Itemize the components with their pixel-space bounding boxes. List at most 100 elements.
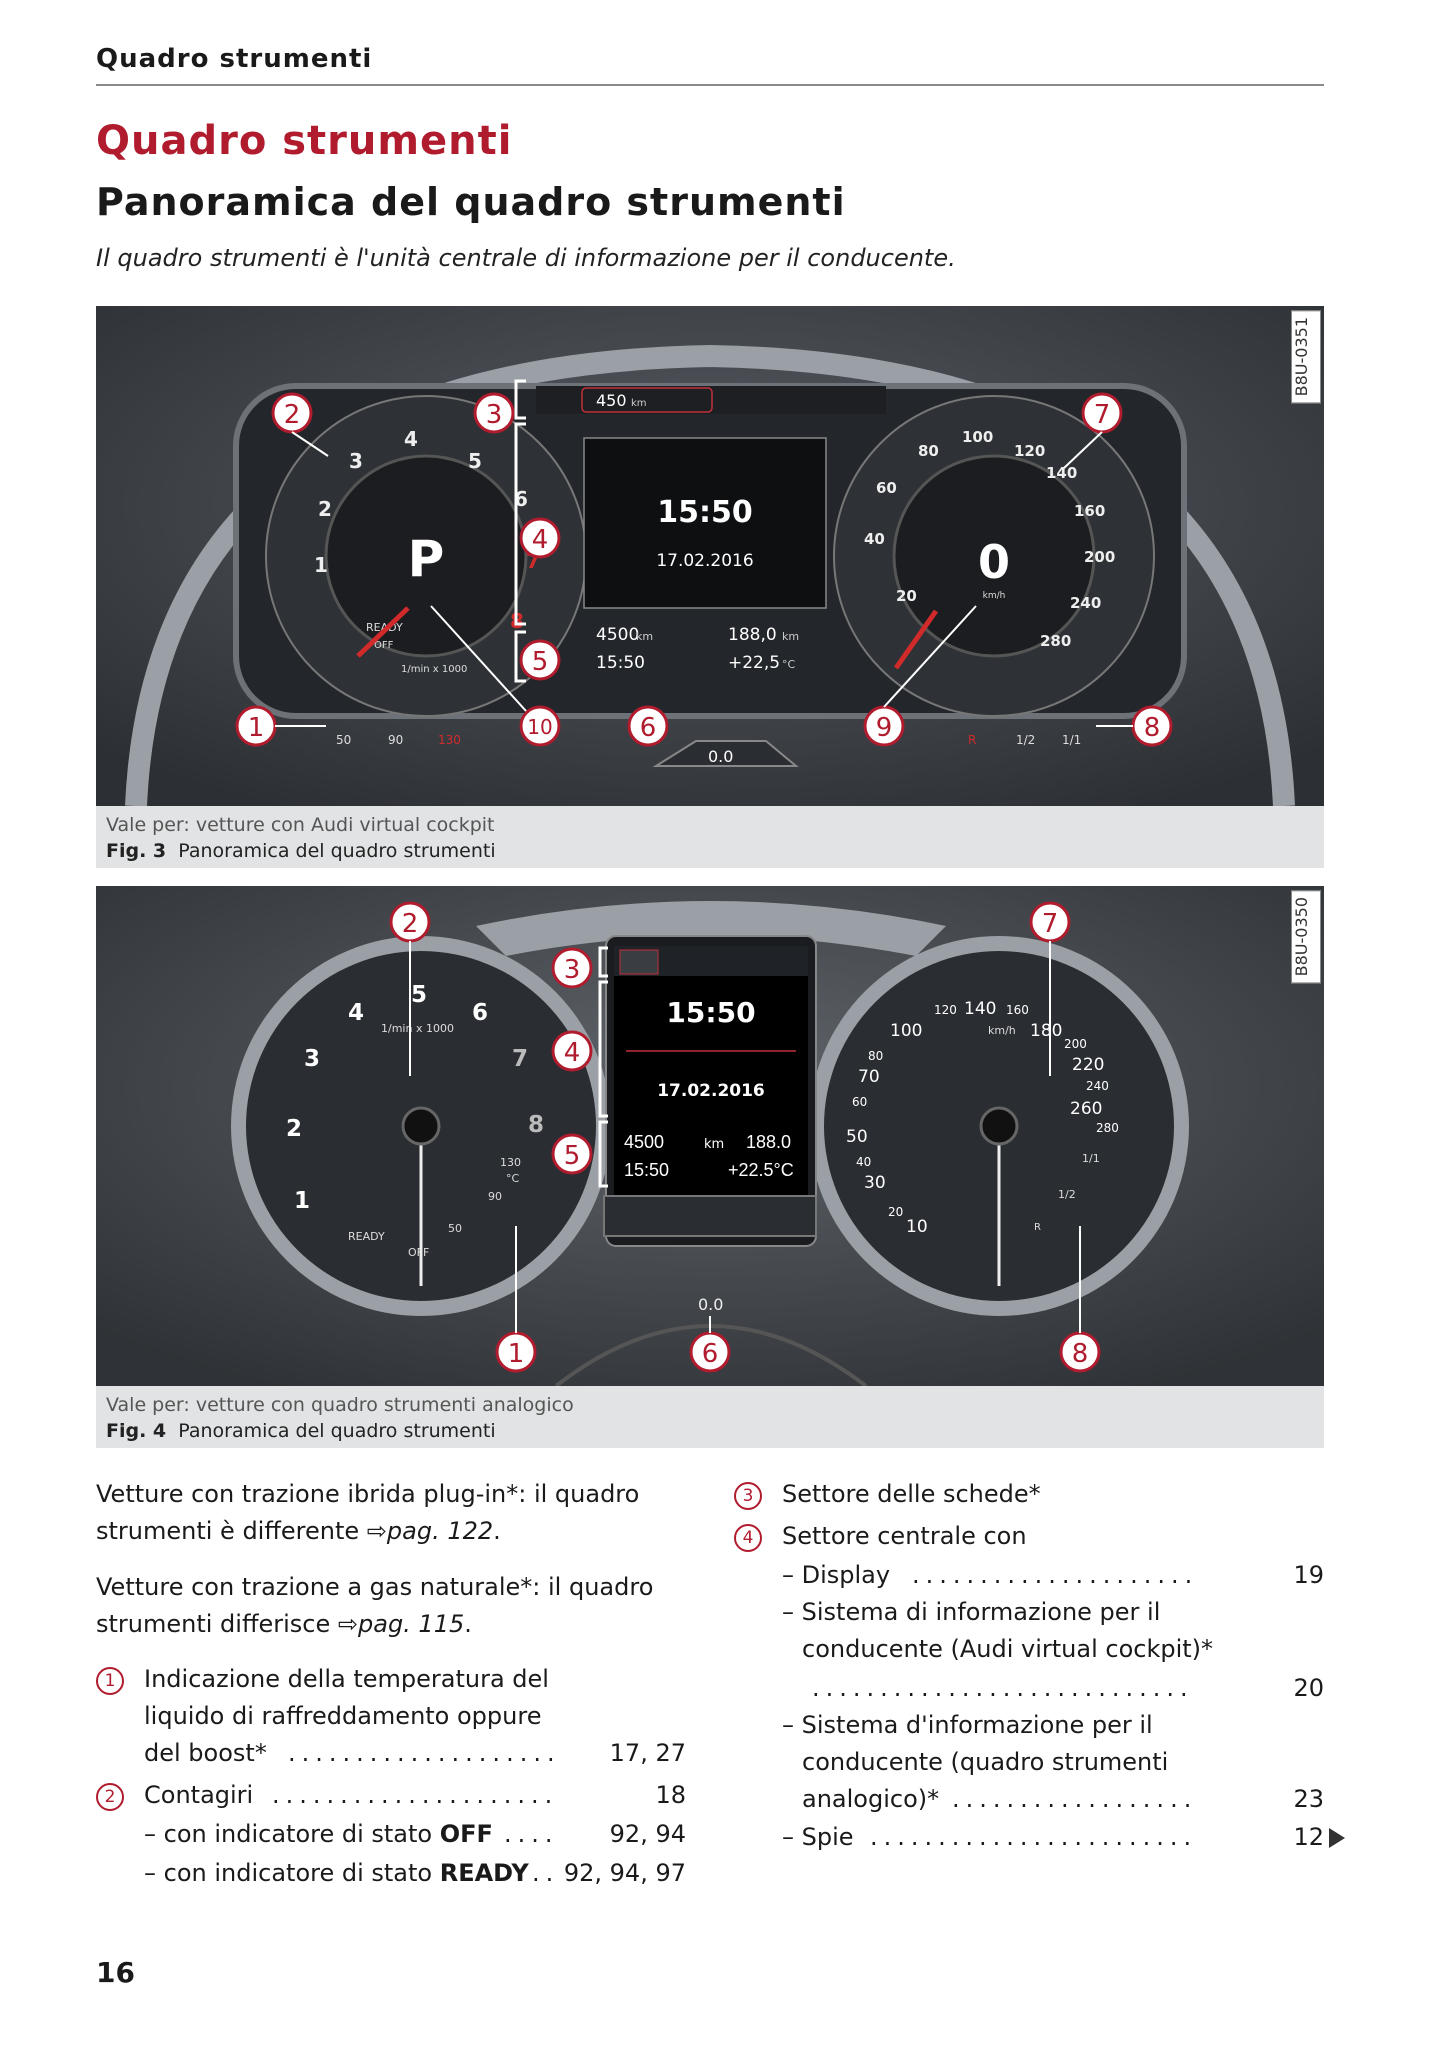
svg-text:7: 7 — [1094, 400, 1111, 430]
coolant4-130: 130 — [500, 1156, 521, 1169]
item-3-label: Settore delle schede* — [782, 1480, 1041, 1508]
speed-label-140: 140 — [1046, 464, 1077, 482]
section-subtitle: Panoramica del quadro strumenti — [96, 180, 846, 224]
fuel-half: 1/2 — [1016, 733, 1035, 747]
callout4-3: 3 — [551, 947, 593, 989]
callout-1: 1 — [235, 705, 277, 747]
figure-4-caption: Vale per: vetture con quadro strumenti a… — [96, 1386, 1324, 1448]
arrow-right-icon: ⇨ — [337, 1610, 358, 1638]
s4-120: 120 — [934, 1003, 957, 1017]
speed-label-80: 80 — [918, 442, 939, 460]
sub-analog-page[interactable]: 23 — [1293, 1785, 1324, 1813]
dot-leader: ................................ — [952, 1785, 1196, 1813]
sub-display-page[interactable]: 19 — [1293, 1561, 1324, 1589]
callout-3: 3 — [473, 392, 515, 434]
item-2b-page[interactable]: 92, 94, 97 — [563, 1859, 686, 1887]
rpm4-label-8: 8 — [528, 1112, 544, 1138]
hybrid-page-ref[interactable]: pag. 122 — [386, 1517, 494, 1545]
s4-100: 100 — [890, 1021, 922, 1041]
outside-temp: +22,5 — [728, 653, 780, 673]
rpm-label-5: 5 — [468, 449, 482, 473]
analog-trip: 188.0 — [746, 1132, 791, 1152]
s4-220: 220 — [1072, 1055, 1104, 1075]
rpm-label-1: 1 — [314, 553, 328, 577]
s4-160: 160 — [1006, 1003, 1029, 1017]
sub-dis-line2: conducente (Audi virtual cockpit)* — [802, 1635, 1214, 1663]
speed-label-100: 100 — [962, 428, 993, 446]
rpm-label-4: 4 — [404, 427, 418, 451]
analog-bottom-value: 0.0 — [698, 1295, 723, 1314]
gas-page-ref[interactable]: pag. 115 — [358, 1610, 465, 1638]
speed-unit: km/h — [983, 591, 1006, 601]
coolant-50: 50 — [336, 733, 351, 747]
item-1-line3: del boost* — [144, 1739, 267, 1767]
rpm4-label-4: 4 — [348, 1000, 364, 1026]
item-2a-page[interactable]: 92, 94 — [609, 1820, 686, 1848]
item-2-page[interactable]: 18 — [655, 1781, 686, 1809]
fuel4-r: R — [1034, 1222, 1041, 1233]
speed-label-60: 60 — [876, 479, 897, 497]
item-1-line2: liquido di raffreddamento oppure — [144, 1702, 542, 1730]
figure-4-valid-for: Vale per: vetture con quadro strumenti a… — [106, 1394, 574, 1416]
s4-50: 50 — [846, 1127, 868, 1147]
figure-3-code: B8U-0351 — [1291, 310, 1321, 404]
fuel-full: 1/1 — [1062, 733, 1081, 747]
rpm-label-3: 3 — [349, 449, 363, 473]
callout-2: 2 — [271, 392, 313, 434]
dot-leader: ...................................... — [272, 1781, 556, 1809]
speed-label-200: 200 — [1084, 548, 1115, 566]
callout4-6: 6 — [689, 1331, 731, 1373]
running-header: Quadro strumenti — [96, 44, 373, 74]
item-1-page[interactable]: 17, 27 — [609, 1739, 686, 1767]
item-1-line1: Indicazione della temperatura del — [144, 1665, 549, 1693]
svg-text:1: 1 — [508, 1339, 525, 1369]
sub-warning-page[interactable]: 12 — [1293, 1823, 1324, 1851]
s4-200: 200 — [1064, 1037, 1087, 1051]
speed-label-160: 160 — [1074, 502, 1105, 520]
svg-text:2: 2 — [402, 909, 419, 939]
svg-text:4: 4 — [532, 525, 549, 555]
svg-text:4: 4 — [564, 1038, 581, 1068]
hybrid-note-line2: strumenti è differente ⇨pag. 122. — [96, 1517, 501, 1545]
figure-3-image: P READY OFF 1/min x 1000 1 2 3 4 5 6 7 8… — [96, 306, 1324, 806]
arrow-right-icon: ⇨ — [366, 1517, 387, 1545]
rpm4-label-5: 5 — [411, 982, 427, 1008]
sub-analog-line1: – Sistema d'informazione per il — [782, 1711, 1153, 1739]
trip-bottom-value: 0.0 — [708, 747, 733, 766]
cockpit-date: 17.02.2016 — [656, 551, 753, 571]
figure-3-valid-for: Vale per: vetture con Audi virtual cockp… — [106, 814, 495, 836]
continue-arrow-icon[interactable] — [1329, 1828, 1345, 1848]
s4-260: 260 — [1070, 1099, 1102, 1119]
trip-unit: km — [782, 630, 799, 643]
sub-dis-page[interactable]: 20 — [1293, 1674, 1324, 1702]
section-title: Quadro strumenti — [96, 118, 513, 164]
item-2-label: Contagiri — [144, 1781, 254, 1809]
item-4-number-icon: 4 — [734, 1524, 762, 1552]
item-1-number-icon: 1 — [96, 1667, 124, 1695]
analog-clock: 15:50 — [666, 996, 755, 1029]
dot-leader: ........................................ — [912, 1561, 1196, 1589]
rpm4-label-3: 3 — [304, 1046, 320, 1072]
analog-date: 17.02.2016 — [657, 1081, 765, 1101]
s4-80: 80 — [868, 1049, 883, 1063]
dot-leader: .................................... — [288, 1739, 556, 1767]
off4-label: OFF — [408, 1246, 429, 1259]
range-unit: km — [631, 398, 647, 409]
trip-distance: 188,0 — [728, 625, 777, 645]
hybrid-note-line1: Vetture con trazione ibrida plug-in*: il… — [96, 1480, 640, 1508]
svg-text:8: 8 — [1072, 1339, 1089, 1369]
s4-60: 60 — [852, 1095, 867, 1109]
sub-analog-line2: conducente (quadro strumenti — [802, 1748, 1169, 1776]
rpm-label-2: 2 — [318, 497, 332, 521]
svg-text:2: 2 — [284, 400, 301, 430]
speed-label-120: 120 — [1014, 442, 1045, 460]
item-3-number-icon: 3 — [734, 1482, 762, 1510]
gas-note-line1: Vetture con trazione a gas naturale*: il… — [96, 1573, 654, 1601]
item-2-number-icon: 2 — [96, 1783, 124, 1811]
speed-label-20: 20 — [896, 587, 917, 605]
svg-text:7: 7 — [1042, 909, 1059, 939]
callout4-4: 4 — [551, 1030, 593, 1072]
time-secondary: 15:50 — [596, 653, 645, 673]
callout4-1: 1 — [495, 1331, 537, 1373]
svg-text:5: 5 — [532, 647, 549, 677]
